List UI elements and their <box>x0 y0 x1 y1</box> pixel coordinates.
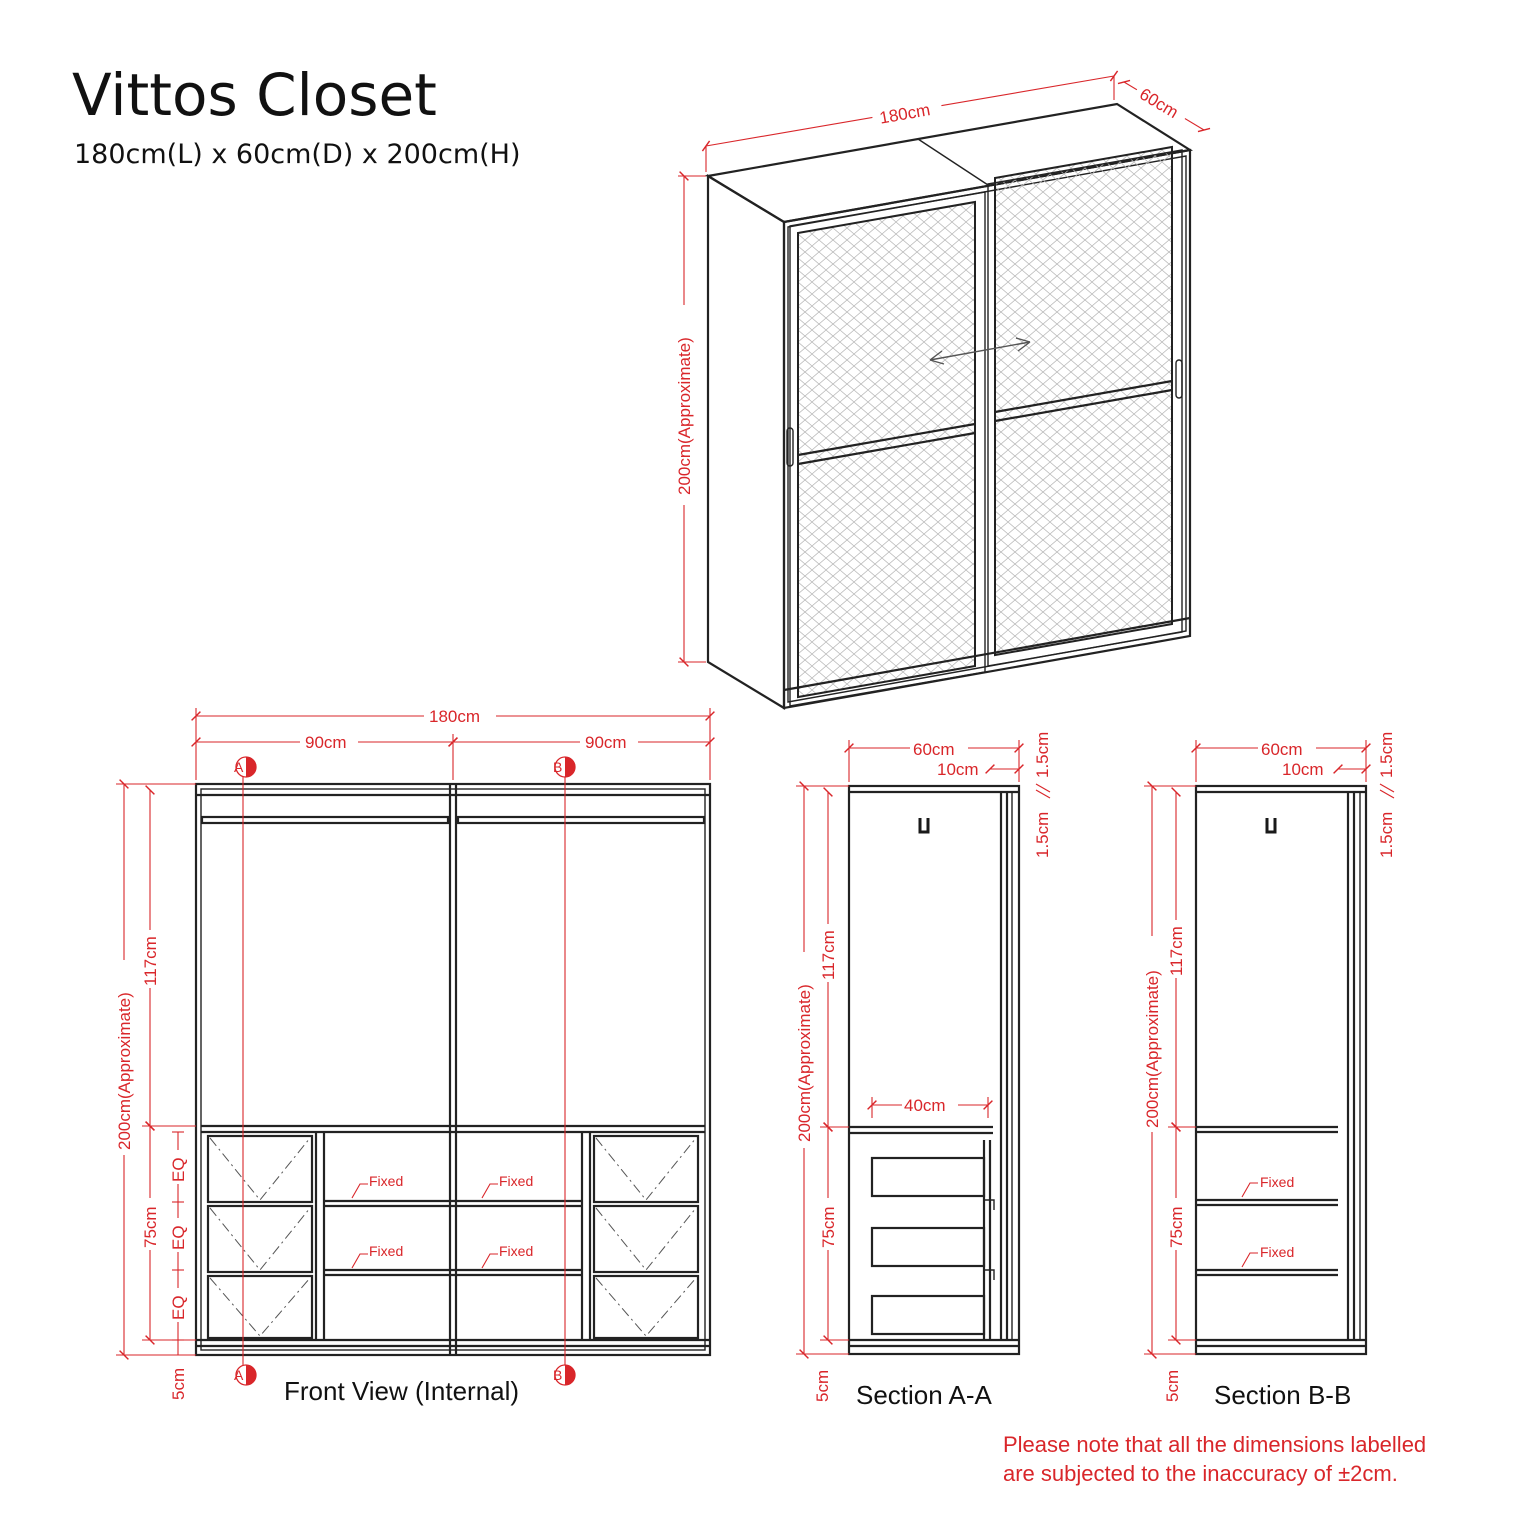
front-eq-1: EQ <box>169 1157 188 1182</box>
front-view-caption: Front View (Internal) <box>284 1376 519 1406</box>
section-a-base-height: 5cm <box>813 1370 832 1402</box>
page-title: Vittos Closet <box>72 61 437 129</box>
front-view: A A B B Fixed Fixed Fixed Fixed 180cm 90… <box>110 704 715 1406</box>
note-line-2: are subjected to the inaccuracy of ±2cm. <box>1003 1461 1398 1486</box>
section-b-marker-top: B <box>553 759 562 775</box>
front-left-width: 90cm <box>305 733 347 752</box>
front-eq-3: EQ <box>169 1295 188 1320</box>
section-a-marker-bottom: A <box>234 1367 244 1383</box>
section-b-side-thickness: 1.5cm <box>1377 812 1396 858</box>
overall-dimensions: 180cm(L) x 60cm(D) x 200cm(H) <box>74 139 521 170</box>
section-a-drawer-depth: 40cm <box>904 1096 946 1115</box>
section-a: 60cm 10cm 1.5cm 1.5cm 200cm(Approximate)… <box>792 732 1052 1410</box>
front-height: 200cm(Approximate) <box>115 992 134 1150</box>
fixed-label-3: Fixed <box>369 1243 403 1259</box>
section-b-top-thickness: 1.5cm <box>1377 732 1396 778</box>
section-b-fixed-1: Fixed <box>1260 1174 1294 1190</box>
front-base-height: 5cm <box>169 1368 188 1400</box>
fixed-label-4: Fixed <box>499 1243 533 1259</box>
section-a-caption: Section A-A <box>856 1380 993 1410</box>
front-lower-height: 75cm <box>141 1206 160 1248</box>
front-upper-height: 117cm <box>141 936 160 986</box>
section-a-marker-top: A <box>234 759 244 775</box>
section-a-top-thickness: 1.5cm <box>1033 732 1052 778</box>
section-b-base-height: 5cm <box>1163 1370 1182 1402</box>
section-b-depth: 60cm <box>1261 740 1303 759</box>
section-b-upper-height: 117cm <box>1167 926 1186 976</box>
section-a-depth: 60cm <box>913 740 955 759</box>
section-b-marker-bottom: B <box>553 1367 562 1383</box>
note-line-1: Please note that all the dimensions labe… <box>1003 1432 1426 1457</box>
section-a-height: 200cm(Approximate) <box>795 984 814 1142</box>
section-b-lower-height: 75cm <box>1167 1206 1186 1248</box>
fixed-label-2: Fixed <box>499 1173 533 1189</box>
section-b-height: 200cm(Approximate) <box>1143 970 1162 1128</box>
section-b: Fixed Fixed 60cm 10cm 1.5cm 1.5cm 200cm(… <box>1140 732 1396 1410</box>
front-eq-2: EQ <box>169 1225 188 1250</box>
section-b-fixed-2: Fixed <box>1260 1244 1294 1260</box>
iso-height-label: 200cm(Approximate) <box>675 337 694 495</box>
isometric-view: 180cm 60cm 200cm(Approximate) <box>671 70 1211 710</box>
section-b-door-gap: 10cm <box>1282 760 1324 779</box>
fixed-label-1: Fixed <box>369 1173 403 1189</box>
section-a-upper-height: 117cm <box>819 930 838 980</box>
front-right-width: 90cm <box>585 733 627 752</box>
section-a-door-gap: 10cm <box>937 760 979 779</box>
section-a-lower-height: 75cm <box>819 1206 838 1248</box>
section-b-caption: Section B-B <box>1214 1380 1351 1410</box>
front-total-width: 180cm <box>429 707 480 726</box>
section-a-side-thickness: 1.5cm <box>1033 812 1052 858</box>
